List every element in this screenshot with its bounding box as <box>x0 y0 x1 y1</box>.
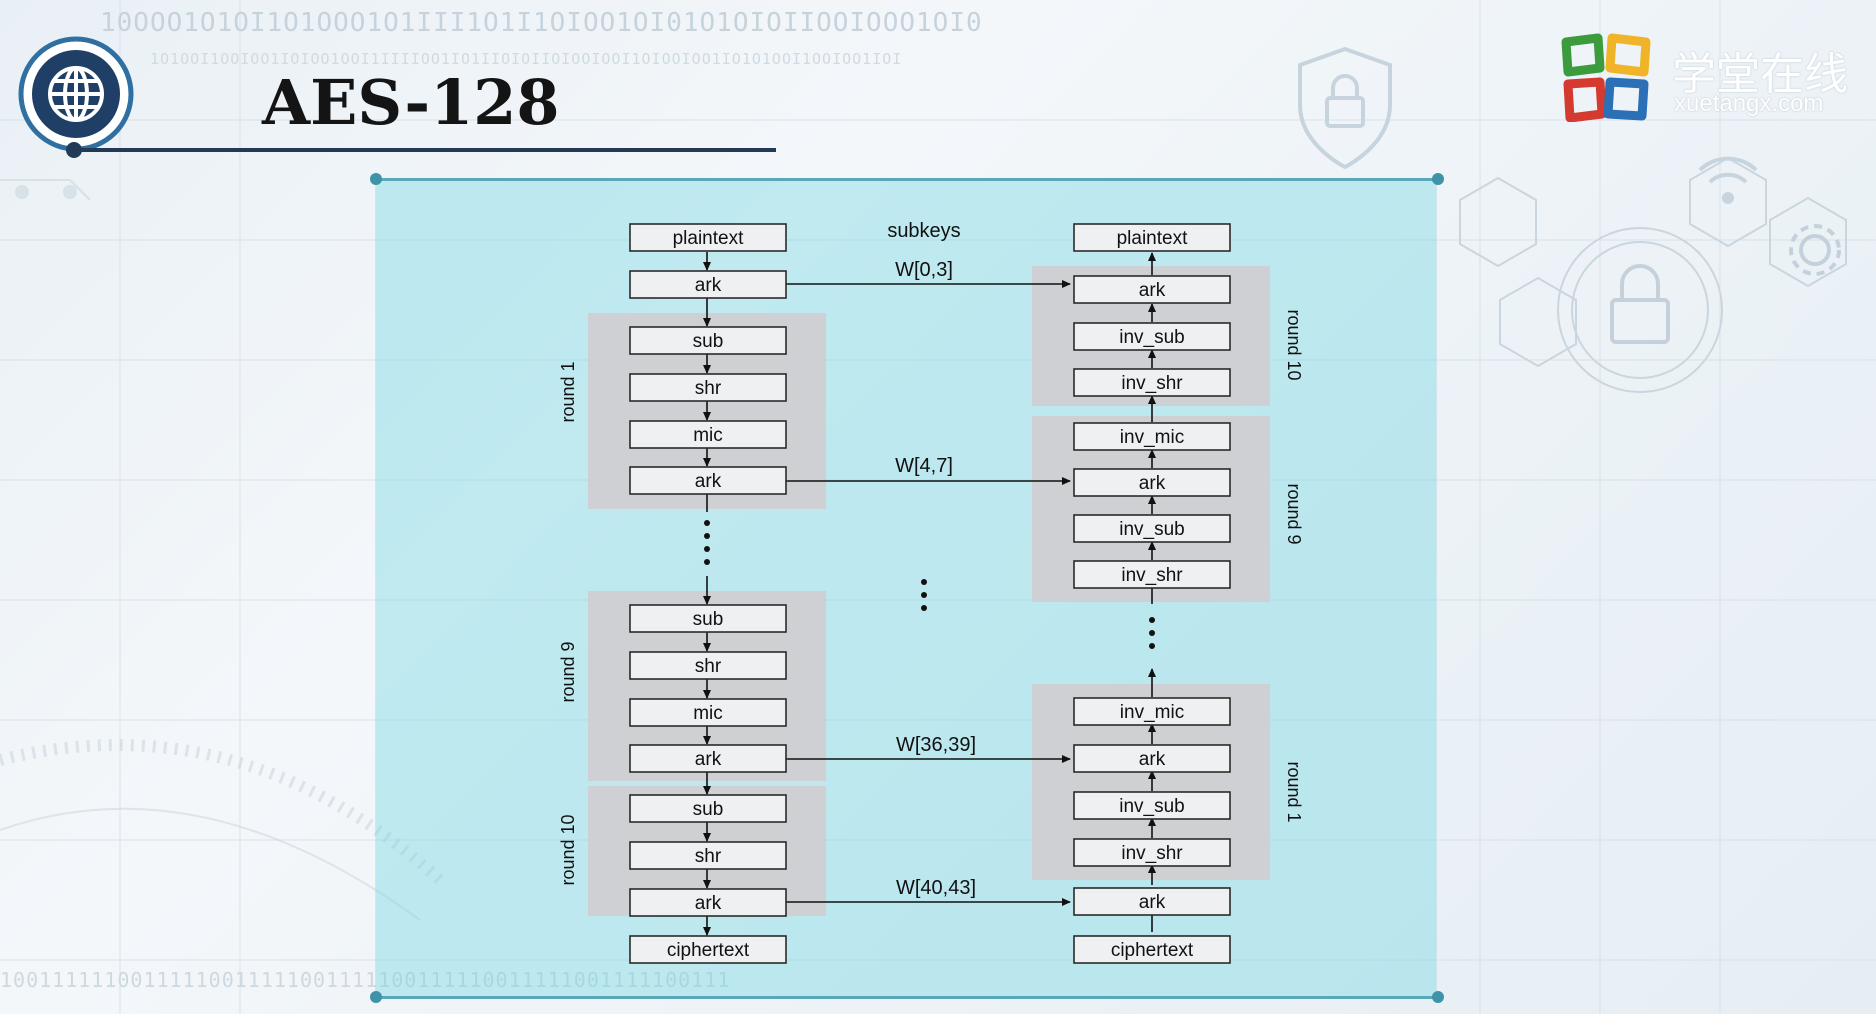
enc-round-9-label: round 9 <box>558 641 578 702</box>
xuetangx-logo-icon <box>1561 33 1651 122</box>
dec-round-9-label: round 9 <box>1284 483 1304 544</box>
subkey-label: W[36,39] <box>896 734 976 756</box>
enc-initial-ark: ark <box>629 270 787 299</box>
svg-text:ark: ark <box>1139 280 1166 301</box>
svg-text:ark: ark <box>1139 473 1166 494</box>
enc-round-9-ops: sub shr mic ark <box>629 604 787 773</box>
enc-input: plaintext <box>629 223 787 252</box>
panel-corner-dot <box>1432 991 1444 1003</box>
lock-icon-large <box>1610 264 1670 344</box>
dec-output: plaintext <box>1073 223 1231 252</box>
dec-round-10-label: round 10 <box>1284 309 1304 380</box>
subkey-arrows <box>780 280 1071 906</box>
enc-output-label: ciphertext <box>667 940 750 961</box>
svg-text:ark: ark <box>695 893 722 914</box>
subkeys-header: subkeys <box>887 220 960 242</box>
decryption-ellipsis <box>1149 617 1155 649</box>
panel-corner-dot <box>1432 173 1444 185</box>
subkey-label: W[4,7] <box>895 455 953 477</box>
dec-round-1-label: round 1 <box>1284 761 1304 822</box>
enc-output: ciphertext <box>629 935 787 964</box>
svg-text:inv_sub: inv_sub <box>1119 796 1185 817</box>
svg-text:inv_mic: inv_mic <box>1120 427 1184 448</box>
wifi-icon <box>1698 156 1758 204</box>
globe-icon <box>18 36 134 152</box>
svg-text:ark: ark <box>695 471 722 492</box>
encryption-ellipsis <box>704 520 710 565</box>
dec-round-9-ops: inv_mic ark inv_sub inv_shr <box>1073 422 1231 589</box>
dec-final-ark-label: ark <box>1139 892 1166 913</box>
enc-round-10-ops: sub shr ark <box>629 794 787 917</box>
svg-text:sub: sub <box>693 799 724 820</box>
center-ellipsis <box>921 579 927 611</box>
enc-round-1-label: round 1 <box>558 361 578 422</box>
dec-round-10-ops: ark inv_sub inv_shr <box>1073 275 1231 397</box>
svg-text:shr: shr <box>695 656 722 677</box>
title-underline <box>72 148 776 152</box>
panel-border-bottom <box>376 996 1438 999</box>
svg-text:inv_shr: inv_shr <box>1121 565 1183 586</box>
panel-corner-dot <box>370 173 382 185</box>
enc-round-1-ops: sub shr mic ark <box>629 326 787 495</box>
svg-text:inv_mic: inv_mic <box>1120 702 1184 723</box>
binary-decoration-bottom: 1001111110011111001111100111110011111001… <box>0 968 731 992</box>
svg-text:sub: sub <box>693 331 724 352</box>
panel-border-top <box>376 178 1438 181</box>
enc-round-10-label: round 10 <box>558 814 578 885</box>
binary-decoration-mid: 1O1OOI1OOIOO1IOIOO1OOI1IIIIOO1IO1IIOIOII… <box>150 50 903 68</box>
svg-text:ark: ark <box>1139 749 1166 770</box>
svg-text:shr: shr <box>695 846 722 867</box>
svg-text:inv_sub: inv_sub <box>1119 327 1185 348</box>
lock-shield-icon <box>1298 46 1392 170</box>
dec-round-1-ops: inv_mic ark inv_sub inv_shr <box>1073 697 1231 867</box>
svg-text:inv_shr: inv_shr <box>1121 373 1183 394</box>
svg-text:ark: ark <box>695 749 722 770</box>
subkey-label: W[0,3] <box>895 259 953 281</box>
enc-input-label: plaintext <box>673 228 744 249</box>
panel-corner-dot <box>370 991 382 1003</box>
svg-text:inv_shr: inv_shr <box>1121 843 1183 864</box>
enc-initial-ark-label: ark <box>695 275 722 296</box>
page-title: AES-128 <box>262 66 560 139</box>
svg-text:mic: mic <box>693 425 723 446</box>
dec-output-label: plaintext <box>1117 228 1188 249</box>
aes-diagram: plaintext ark sub shr mic ark sub shr mi… <box>558 220 1304 964</box>
binary-decoration-top: 10OOO1O1OI1O1OOO1O1III1O1I1OIOO1OI01O1OI… <box>100 8 980 38</box>
svg-text:mic: mic <box>693 703 723 724</box>
svg-text:inv_sub: inv_sub <box>1119 519 1185 540</box>
brand-name: 学堂在线 <box>1672 50 1848 99</box>
title-underline-dot <box>66 142 82 158</box>
svg-text:sub: sub <box>693 609 724 630</box>
subkey-label: W[40,43] <box>896 877 976 899</box>
brand-domain: xuetangx.com <box>1674 90 1824 117</box>
dec-input: ciphertext <box>1073 935 1231 964</box>
svg-text:shr: shr <box>695 378 722 399</box>
gear-icon <box>1789 224 1841 276</box>
dec-final-ark: ark <box>1073 887 1231 916</box>
dec-input-label: ciphertext <box>1111 940 1194 961</box>
